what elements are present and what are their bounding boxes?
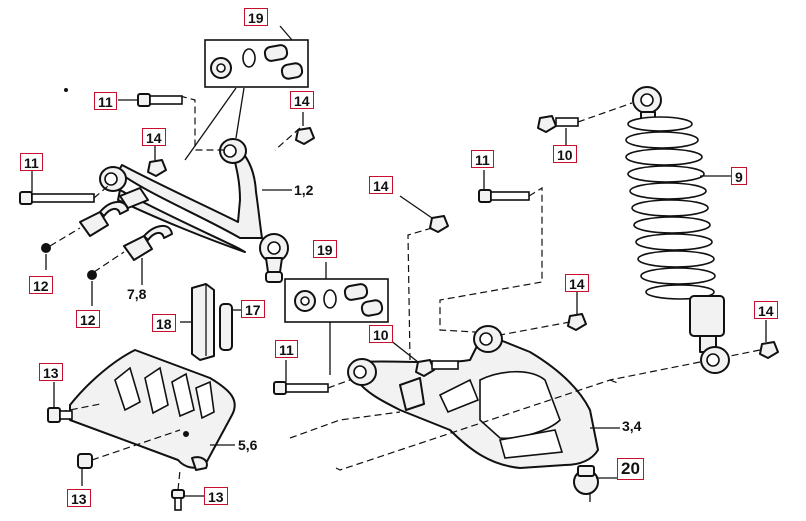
bushing-kit-middle bbox=[284, 262, 389, 375]
label-5-6: 5,6 bbox=[236, 437, 260, 453]
label-9: 9 bbox=[731, 167, 747, 185]
label-11-c: 11 bbox=[275, 340, 298, 358]
bushing-kit-top bbox=[184, 25, 309, 161]
coil-spring bbox=[625, 116, 716, 300]
label-12-a: 12 bbox=[29, 276, 53, 294]
label-13-b: 13 bbox=[67, 489, 91, 507]
label-19-middle: 19 bbox=[313, 240, 337, 258]
label-10-b: 10 bbox=[553, 145, 577, 163]
shock-absorber bbox=[335, 86, 732, 471]
label-12-b: 12 bbox=[76, 310, 100, 328]
label-11-a: 11 bbox=[94, 92, 117, 110]
label-19-top: 19 bbox=[244, 8, 268, 26]
assembly-guide-lines bbox=[289, 379, 621, 439]
label-14-b: 14 bbox=[142, 128, 166, 146]
label-14-d: 14 bbox=[565, 274, 589, 292]
label-10-a: 10 bbox=[369, 325, 393, 343]
upper-control-arm bbox=[99, 138, 292, 283]
label-18: 18 bbox=[152, 314, 176, 332]
label-11-b: 11 bbox=[20, 153, 43, 171]
label-3-4: 3,4 bbox=[620, 418, 644, 434]
brackets-7-8 bbox=[41, 88, 173, 306]
label-17: 17 bbox=[241, 300, 265, 318]
label-14-e: 14 bbox=[754, 301, 778, 319]
bolts-13 bbox=[47, 382, 204, 511]
label-7-8: 7,8 bbox=[125, 286, 149, 302]
label-14-c: 14 bbox=[369, 176, 393, 194]
bolts-lower bbox=[273, 170, 779, 395]
label-1-2: 1,2 bbox=[292, 182, 316, 198]
skid-plate bbox=[59, 349, 236, 471]
bolts-upper bbox=[19, 93, 315, 205]
label-13-c: 13 bbox=[204, 487, 228, 505]
bolt-10-top bbox=[537, 102, 633, 145]
label-13-a: 13 bbox=[39, 363, 63, 381]
label-11-d: 11 bbox=[471, 150, 494, 168]
spacer-parts-17-18 bbox=[180, 283, 242, 361]
label-20: 20 bbox=[617, 458, 644, 480]
label-14-a: 14 bbox=[290, 91, 314, 109]
